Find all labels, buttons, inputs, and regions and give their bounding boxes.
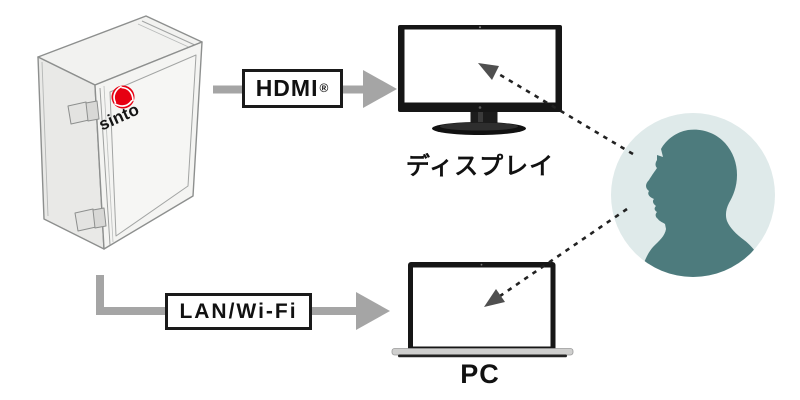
pc-label: PC xyxy=(460,359,500,389)
arrowhead-icon xyxy=(484,289,505,307)
control-box-icon xyxy=(37,15,203,250)
dashed-arrow-icon xyxy=(496,71,634,156)
hdmi-label-box: HDMI® xyxy=(242,69,343,108)
registered-mark: ® xyxy=(319,80,330,95)
arrowhead-icon xyxy=(478,63,499,80)
arrowhead-icon xyxy=(356,292,390,330)
hdmi-label: HDMI xyxy=(255,75,319,101)
display-label: ディスプレイ xyxy=(405,153,555,180)
gaze-arrows xyxy=(478,63,634,307)
laptop-icon xyxy=(391,262,574,358)
latch-icon xyxy=(74,207,107,232)
dashed-arrow-icon xyxy=(499,207,628,298)
lan-wifi-label: LAN/Wi-Fi xyxy=(179,299,298,323)
brand-swirl-icon xyxy=(111,85,135,109)
person-icon xyxy=(611,113,775,277)
latch-icon xyxy=(67,100,100,125)
lan-wifi-label-box: LAN/Wi-Fi xyxy=(165,293,312,330)
monitor-icon xyxy=(398,25,562,135)
arrowhead-icon xyxy=(363,70,397,108)
